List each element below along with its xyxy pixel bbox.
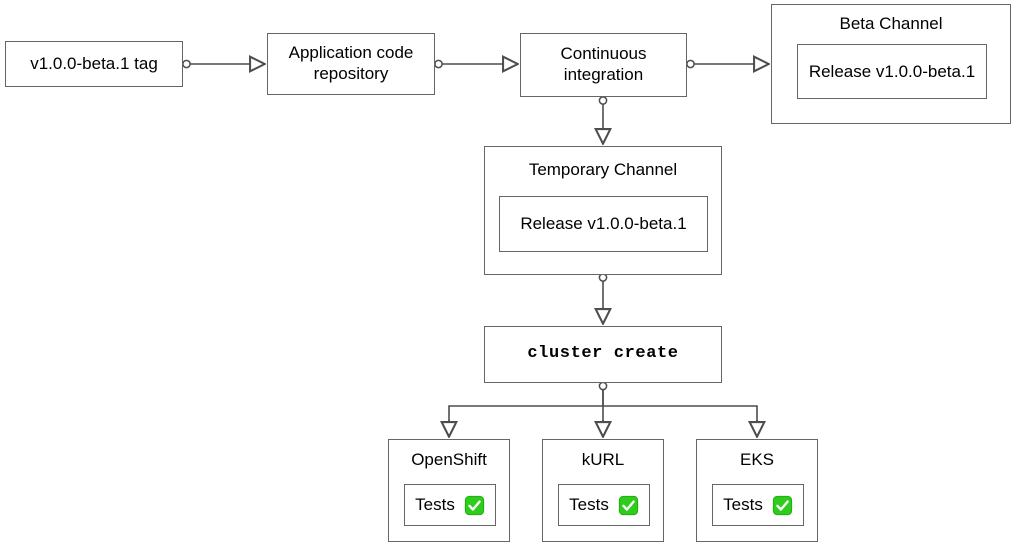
target-eks-tests-label: Tests [723,495,763,514]
green-check-icon [618,495,639,516]
green-check-icon [772,495,793,516]
container-temporary-channel[interactable]: Temporary Channel Release v1.0.0-beta.1 [484,146,722,275]
container-target-openshift[interactable]: OpenShift Tests [388,439,510,542]
node-cluster-create-label: cluster create [527,344,679,364]
container-beta-channel[interactable]: Beta Channel Release v1.0.0-beta.1 [771,4,1011,124]
target-openshift-title: OpenShift [411,450,487,469]
beta-channel-release-box[interactable]: Release v1.0.0-beta.1 [797,44,987,99]
node-application-code-repository[interactable]: Application code repository [267,33,435,95]
container-temporary-channel-title: Temporary Channel [528,160,678,179]
container-beta-channel-title: Beta Channel [839,14,943,33]
node-continuous-integration-label: Continuous integration [560,44,647,84]
target-kurl-title: kURL [581,450,625,469]
temporary-channel-release-label: Release v1.0.0-beta.1 [520,214,687,233]
target-eks-title: EKS [739,450,775,469]
target-openshift-tests-label: Tests [415,495,455,514]
target-eks-tests-box[interactable]: Tests [712,484,804,526]
node-cluster-create[interactable]: cluster create [484,326,722,383]
node-version-tag[interactable]: v1.0.0-beta.1 tag [5,41,183,87]
target-kurl-tests-box[interactable]: Tests [558,484,650,526]
target-kurl-tests-label: Tests [569,495,609,514]
node-continuous-integration[interactable]: Continuous integration [520,33,687,97]
node-version-tag-label: v1.0.0-beta.1 tag [30,53,158,73]
green-check-icon [464,495,485,516]
temporary-channel-release-box[interactable]: Release v1.0.0-beta.1 [499,196,708,252]
node-application-code-repository-label: Application code repository [288,43,414,83]
target-openshift-tests-box[interactable]: Tests [404,484,496,526]
beta-channel-release-label: Release v1.0.0-beta.1 [808,61,976,81]
container-target-eks[interactable]: EKS Tests [696,439,818,542]
container-target-kurl[interactable]: kURL Tests [542,439,664,542]
